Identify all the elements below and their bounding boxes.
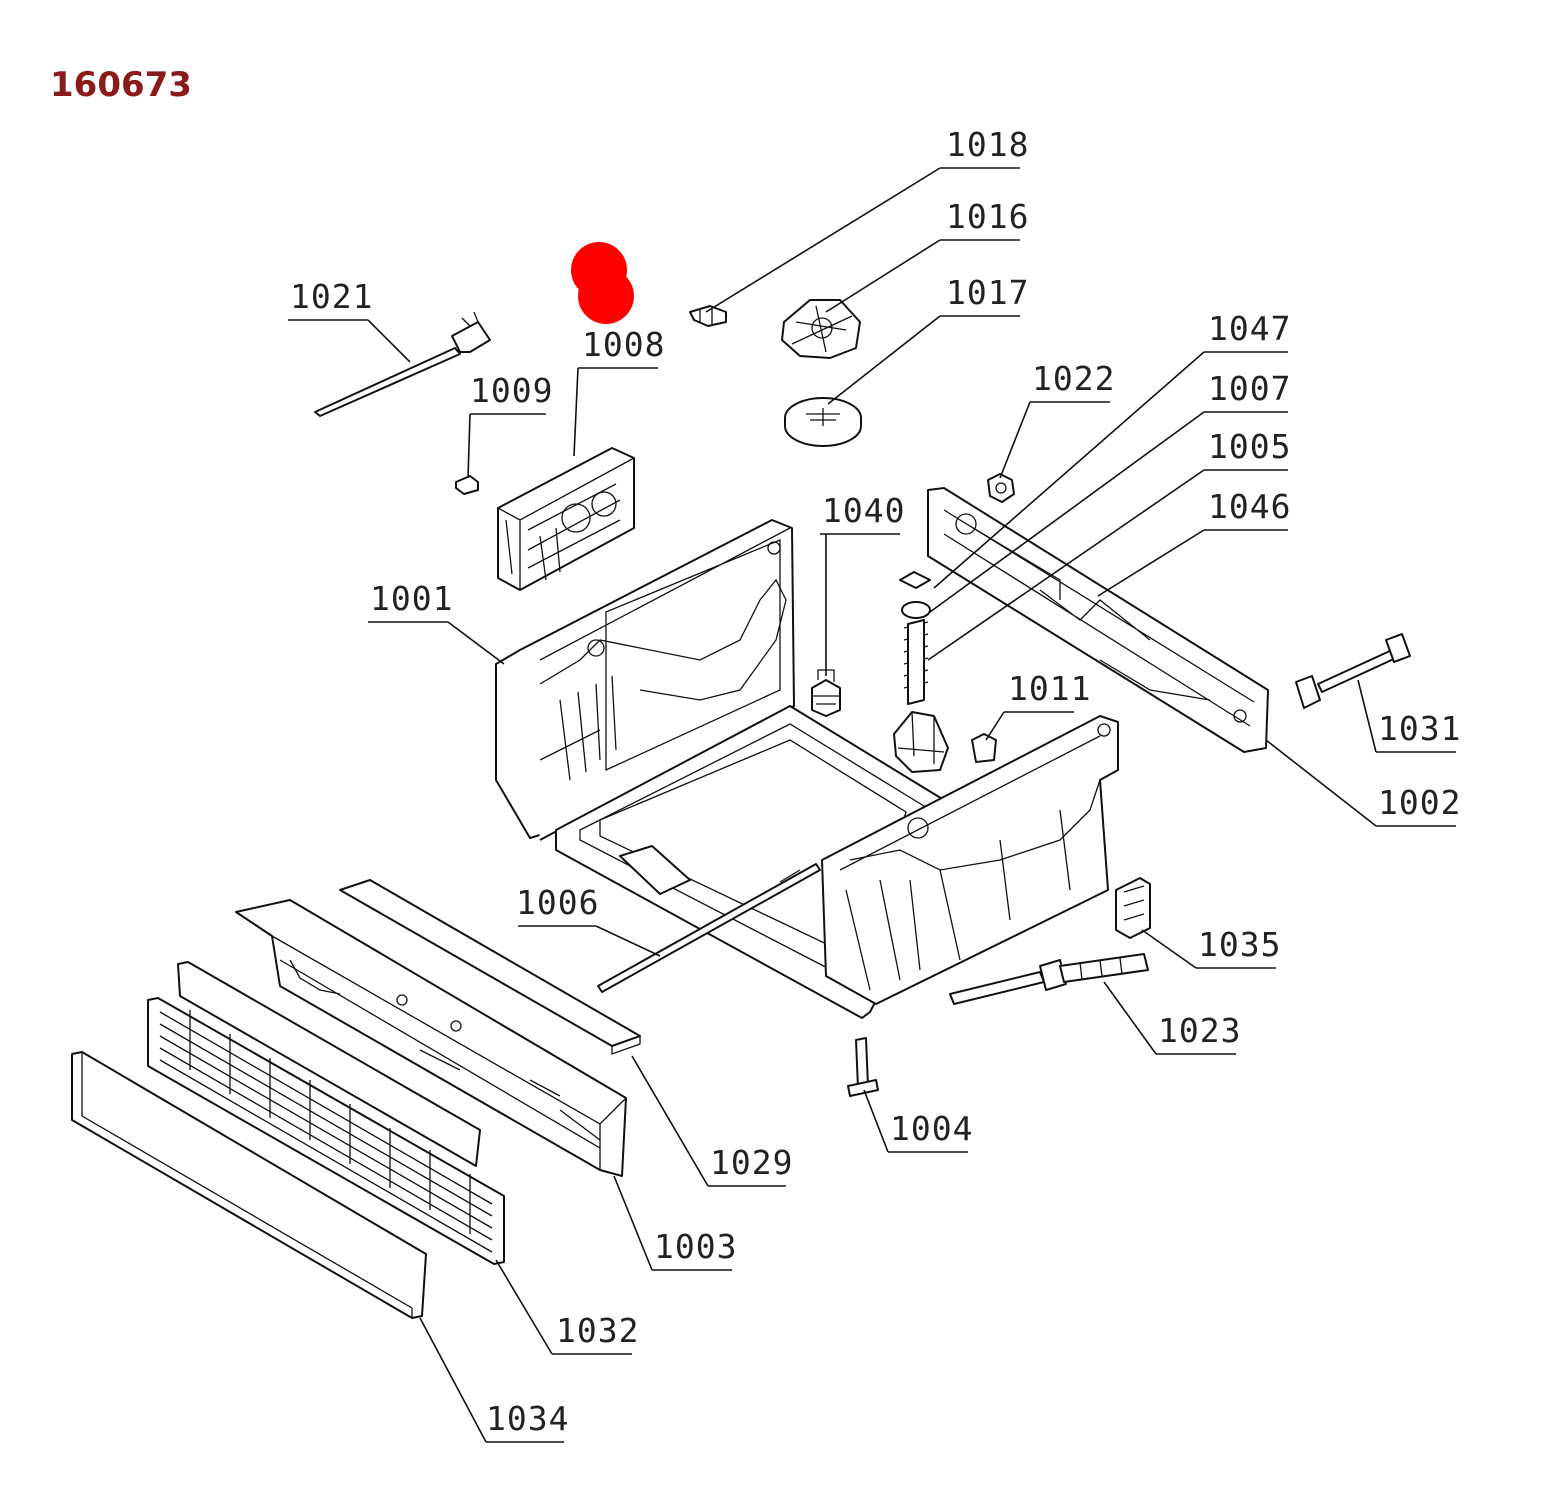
- part-1009-clip: [455, 475, 479, 495]
- callout-1040: 1040: [822, 491, 905, 530]
- callout-1022: 1022: [1032, 359, 1115, 398]
- callout-1018: 1018: [946, 125, 1029, 164]
- callout-1034: 1034: [486, 1399, 569, 1438]
- part-1016-pump-housing: [781, 299, 861, 359]
- marker-dot-lower: [578, 268, 634, 324]
- part-1011-tensioner: [893, 711, 997, 773]
- part-1034-front-panel: [71, 1051, 427, 1319]
- part-1002-rear-rail: [927, 487, 1269, 753]
- part-frame-base: [555, 705, 1119, 1019]
- leader-lines: [288, 167, 1456, 1443]
- callout-1002: 1002: [1378, 783, 1461, 822]
- callout-1005: 1005: [1208, 427, 1291, 466]
- part-1035-clip: [1115, 877, 1151, 939]
- red-marker: [571, 242, 634, 324]
- parts: [71, 299, 1411, 1319]
- callout-1032: 1032: [556, 1311, 639, 1350]
- part-1032-grille: [147, 961, 505, 1265]
- callout-1006: 1006: [516, 883, 599, 922]
- callout-1008: 1008: [582, 325, 665, 364]
- callout-labels: 1018 1016 1017 1021 1008 1009 1047 1022 …: [290, 125, 1461, 1438]
- callout-1016: 1016: [946, 197, 1029, 236]
- part-1023-sensor: [949, 953, 1149, 1005]
- part-1004-screw: [847, 1037, 879, 1097]
- part-1001-frame: [495, 519, 795, 841]
- callout-1011: 1011: [1008, 669, 1091, 708]
- callout-1017: 1017: [946, 273, 1029, 312]
- part-1003-front-rail: [235, 899, 627, 1177]
- part-1022-nut: [987, 473, 1015, 503]
- part-1018-sensor: [689, 305, 727, 327]
- diagram-id: 160673: [50, 65, 192, 105]
- part-1017-round-cover: [784, 397, 862, 447]
- part-1008-control-module: [497, 447, 635, 591]
- callout-1003: 1003: [654, 1227, 737, 1266]
- callout-1047: 1047: [1208, 309, 1291, 348]
- callout-1004: 1004: [890, 1109, 973, 1148]
- callout-1031: 1031: [1378, 709, 1461, 748]
- part-1031-shaft: [1295, 633, 1411, 709]
- callout-1001: 1001: [370, 579, 453, 618]
- part-1029-strip: [339, 879, 641, 1055]
- part-1021-power-cord: [314, 311, 491, 417]
- part-1040-foot: [811, 669, 841, 717]
- part-1007-1005-spring-assembly: [899, 571, 931, 705]
- callout-1023: 1023: [1158, 1011, 1241, 1050]
- callout-1046: 1046: [1208, 487, 1291, 526]
- callout-1021: 1021: [290, 277, 373, 316]
- callout-1035: 1035: [1198, 925, 1281, 964]
- part-1006-rod: [597, 863, 821, 993]
- callout-1029: 1029: [710, 1143, 793, 1182]
- callout-1009: 1009: [470, 371, 553, 410]
- callout-1007: 1007: [1208, 369, 1291, 408]
